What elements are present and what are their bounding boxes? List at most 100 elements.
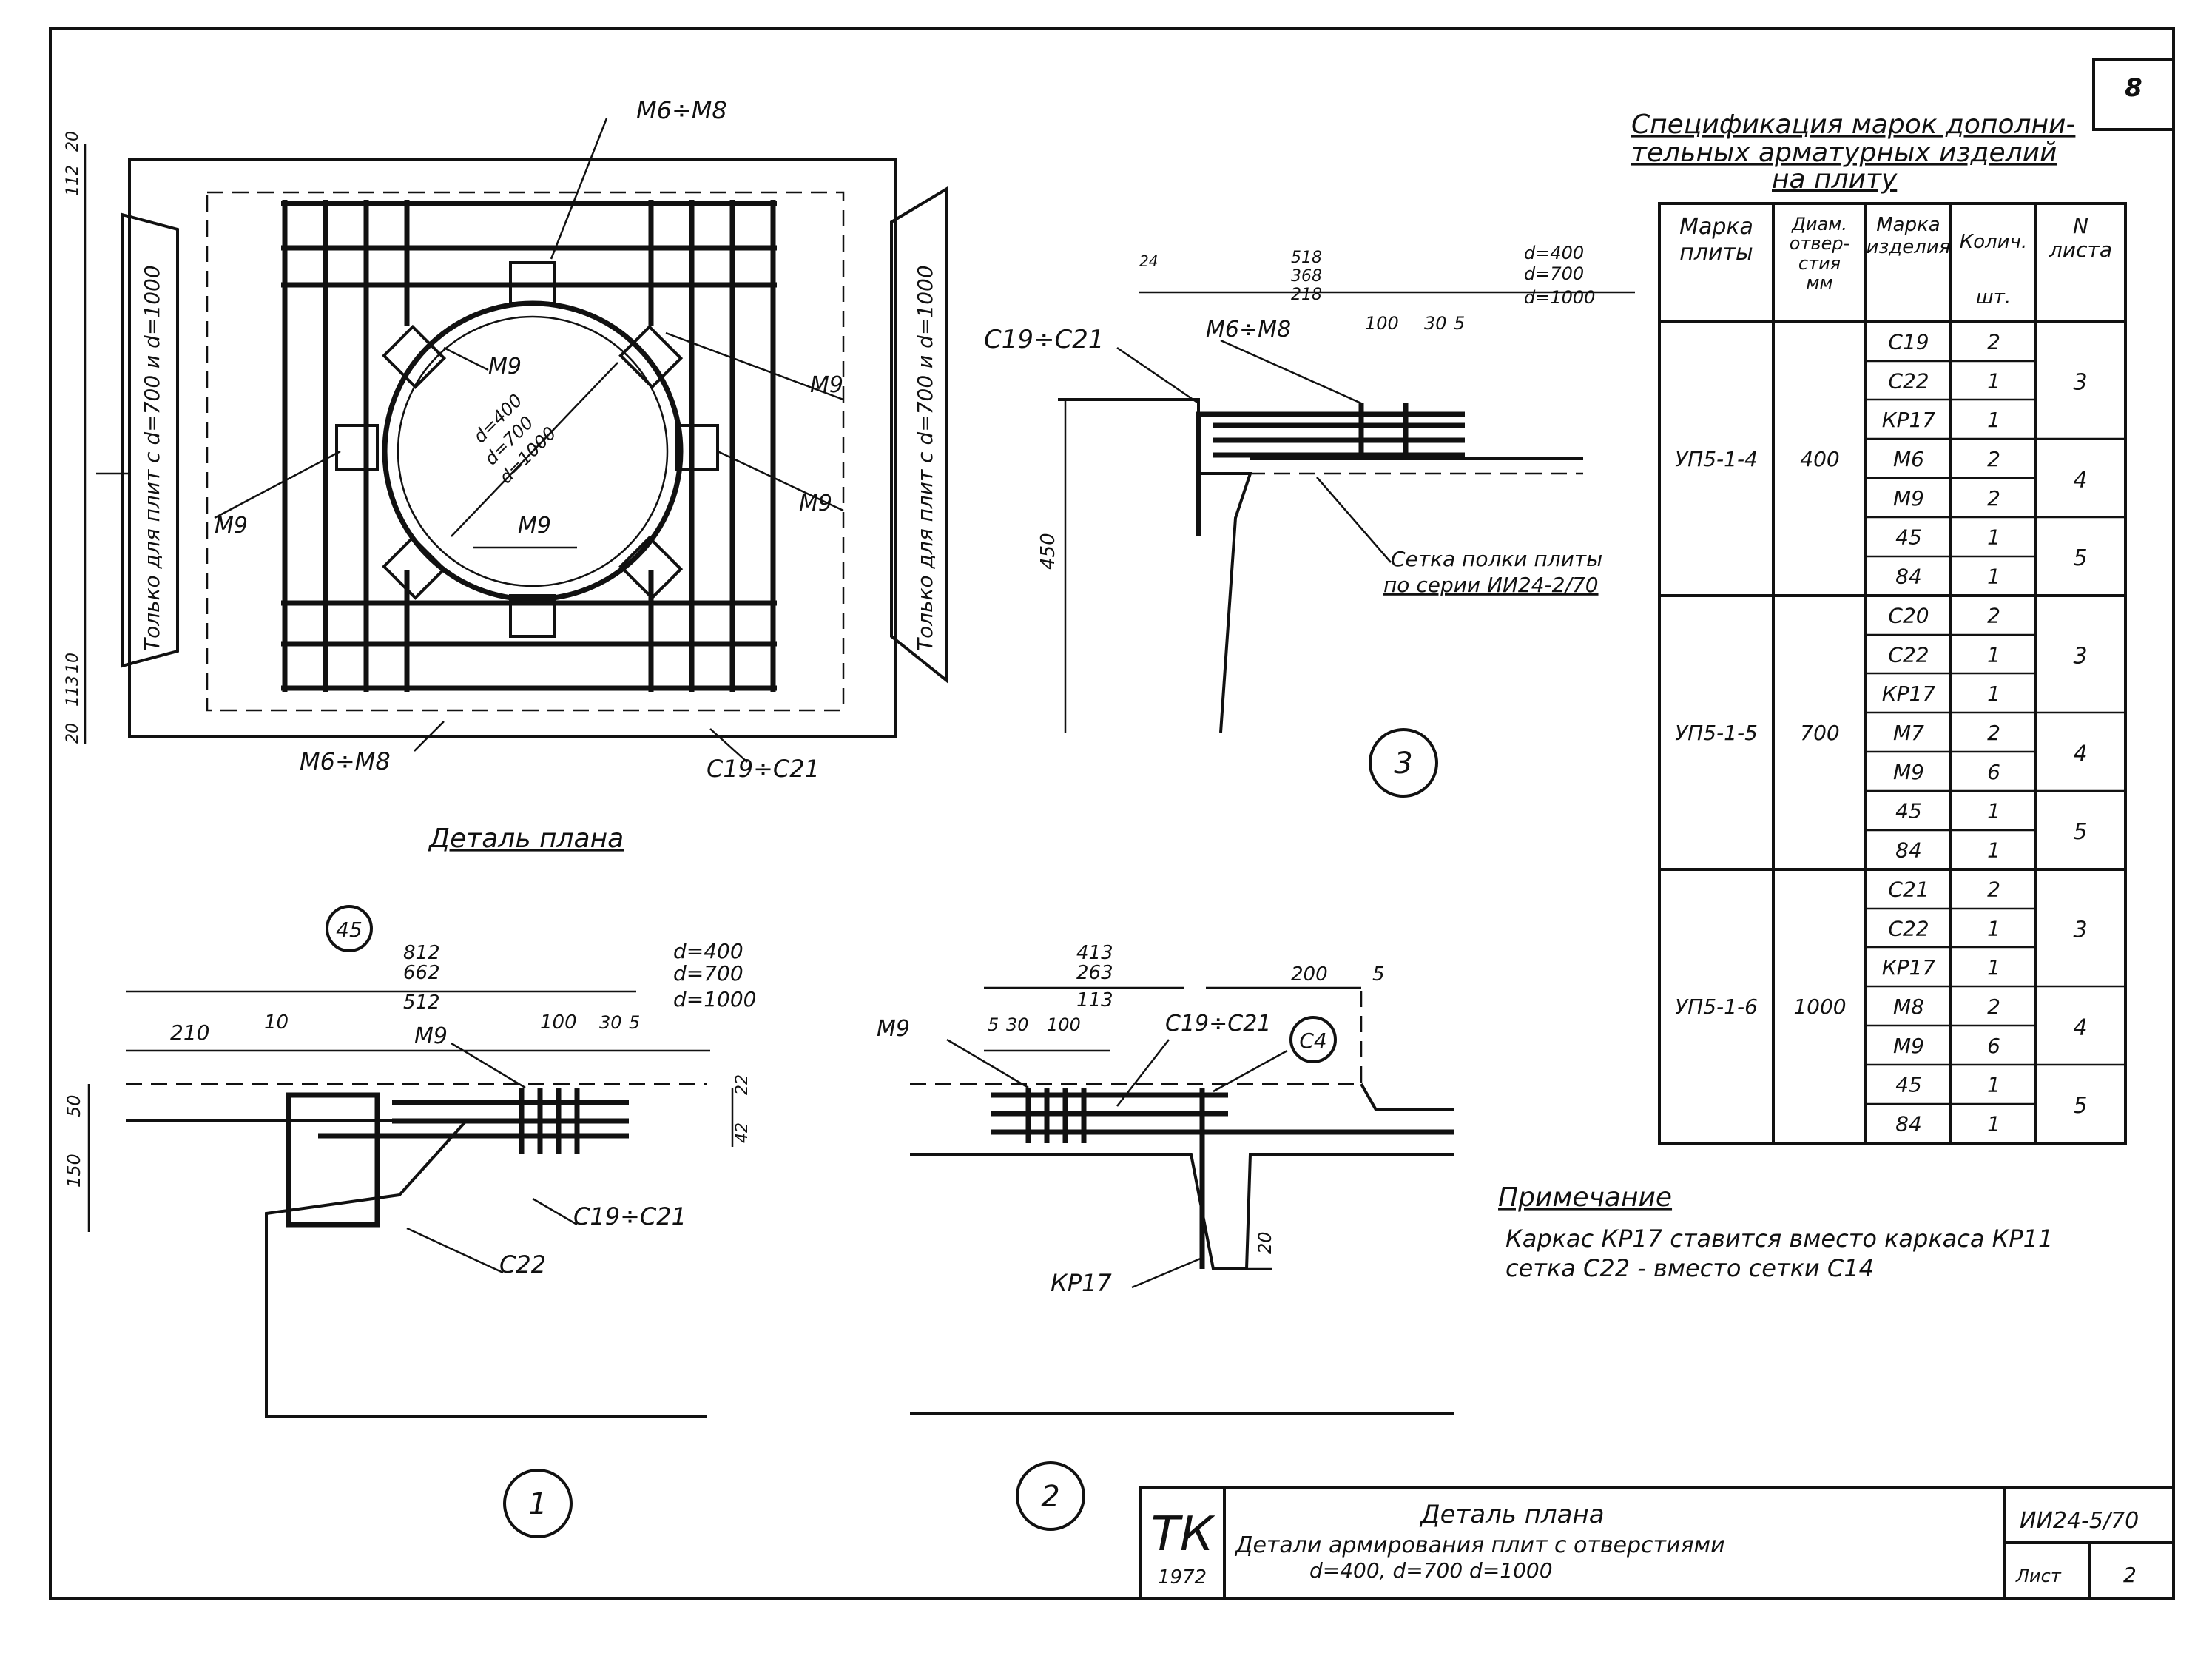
plan-dim-20-bottom: 20 <box>64 723 82 744</box>
plan-label-m9-left: М9 <box>215 513 248 539</box>
detail1-dim-100: 100 <box>540 1011 577 1034</box>
detail2-label-m9: М9 <box>877 1016 910 1042</box>
spec-quantity: 1 <box>1987 1112 2000 1137</box>
spec-header-plate: Марка плиты <box>1679 214 1753 266</box>
detail1-dim-210: 210 <box>170 1020 209 1045</box>
detail1-d400: d=400 <box>673 939 743 963</box>
title-block-subtitle: Детали армирования плит с отверстиями <box>1234 1532 1725 1558</box>
spec-quantity: 2 <box>1987 994 2000 1019</box>
spec-title: Спецификация марок дополни- тельных арма… <box>1631 110 2075 195</box>
detail2-dim-5-right: 5 <box>1372 963 1385 986</box>
detail2-label-c19-c21: С19÷С21 <box>1165 1011 1271 1037</box>
detail3-d400: d=400 <box>1524 243 1584 263</box>
spec-product-mark: 84 <box>1895 838 1922 863</box>
detail1-dim-5: 5 <box>629 1012 640 1033</box>
title-block-year: 1972 <box>1158 1566 1207 1589</box>
plan-label-c19-c21: С19÷С21 <box>707 755 820 783</box>
detail1-ref45-circle <box>326 905 373 952</box>
detail3-rebar <box>1196 403 1465 536</box>
spec-quantity: 2 <box>1987 447 2000 471</box>
plan-label-m6-m8-top: М6÷М8 <box>636 96 727 124</box>
spec-hole-diameter: 400 <box>1800 447 1839 471</box>
spec-sheet-number: 5 <box>2073 545 2087 571</box>
spec-quantity: 6 <box>1987 1034 2000 1058</box>
detail2-dim-263: 263 <box>1076 962 1113 984</box>
spec-header-product: Марка изделия <box>1866 214 1951 258</box>
spec-header-sheet: N листа <box>2049 214 2112 263</box>
detail2-label-kp17: КР17 <box>1051 1269 1112 1297</box>
spec-product-mark: КР17 <box>1882 955 1936 980</box>
spec-quantity: 2 <box>1987 721 2000 745</box>
spec-sheet-number: 3 <box>2073 643 2087 669</box>
plan-label-m9-right-upper: М9 <box>810 372 843 398</box>
spec-product-mark: М6 <box>1893 447 1924 471</box>
detail2-label-c4: С4 <box>1299 1028 1326 1053</box>
detail1-label-m9: М9 <box>414 1023 448 1049</box>
detail2-dim-113: 113 <box>1076 989 1113 1011</box>
detail3-dim-100: 100 <box>1365 313 1399 334</box>
plan-m9-inserts <box>335 261 719 638</box>
spec-sheet-number: 5 <box>2073 819 2087 845</box>
spec-quantity: 1 <box>1987 681 2000 706</box>
detail3-d700: d=700 <box>1524 263 1584 284</box>
detail3-mesh-note-2: по серии ИИ24-2/70 <box>1383 573 1599 597</box>
plan-left-vertical-note: Только для плит с d=700 и d=1000 <box>140 265 164 651</box>
plan-label-m6-m8-bottom: М6÷М8 <box>300 747 391 775</box>
sheet-frame <box>49 27 2175 1600</box>
plan-right-vertical-note: Только для плит с d=700 и d=1000 <box>913 265 937 651</box>
spec-quantity: 6 <box>1987 760 2000 784</box>
spec-quantity: 1 <box>1987 565 2000 589</box>
note-line-2: сетка С22 - вместо сетки С14 <box>1505 1254 1874 1282</box>
plan-right-strip <box>890 186 948 684</box>
spec-product-mark: КР17 <box>1882 681 1936 706</box>
detail3-dim-218: 218 <box>1291 286 1322 304</box>
detail2-dimension-lines <box>946 986 1361 1289</box>
title-block-sheet-label: Лист <box>2015 1566 2062 1586</box>
detail1-label-c19-c21: С19÷С21 <box>573 1202 687 1230</box>
spec-product-mark: С19 <box>1888 329 1929 354</box>
spec-quantity: 2 <box>1987 603 2000 627</box>
sheet-number-box: 8 <box>2092 58 2175 131</box>
detail-1: 45 812 662 512 d=400 d=700 d=1000 210 10… <box>64 905 757 1538</box>
detail3-marker-label: 3 <box>1394 747 1412 781</box>
detail-3: С19÷С21 М6÷М8 24 518 368 218 d=400 d=700… <box>984 243 1635 798</box>
spec-product-mark: С22 <box>1888 642 1929 667</box>
spec-product-mark: 45 <box>1895 1073 1922 1097</box>
spec-quantity: 1 <box>1987 525 2000 550</box>
spec-product-mark: 84 <box>1895 1112 1922 1137</box>
detail1-dim-662: 662 <box>403 962 440 984</box>
spec-product-mark: С20 <box>1888 603 1929 627</box>
plan-dim-112: 112 <box>64 165 82 196</box>
detail3-dim-24: 24 <box>1139 252 1158 270</box>
spec-plate-mark: УП5-1-6 <box>1675 994 1758 1019</box>
detail1-height-150: 150 <box>64 1154 84 1188</box>
spec-sheet-number: 4 <box>2073 467 2087 493</box>
spec-sheet-number: 4 <box>2073 741 2087 767</box>
spec-header-diam: Диам. отвер- стия мм <box>1789 214 1850 294</box>
spec-title-line-2: тельных арматурных изделий <box>1631 138 2057 168</box>
detail2-marker <box>1016 1461 1085 1531</box>
detail1-d1000: d=1000 <box>673 987 757 1011</box>
detail3-height: 450 <box>1037 533 1059 570</box>
plan-caption: Деталь плана <box>428 824 624 854</box>
spec-plate-mark: УП5-1-4 <box>1675 447 1758 471</box>
spec-quantity: 1 <box>1987 955 2000 980</box>
plan-dim-10: 10 <box>64 653 82 673</box>
spec-title-line-1: Спецификация марок дополни- <box>1631 110 2075 140</box>
spec-quantity: 1 <box>1987 368 2000 393</box>
detail2-dim-200: 200 <box>1291 963 1328 986</box>
detail3-leaders <box>1116 291 1635 563</box>
detail1-dim-22: 22 <box>733 1074 752 1095</box>
spec-product-mark: С21 <box>1888 877 1929 901</box>
plan-hole-inner <box>397 315 669 587</box>
spec-quantity: 1 <box>1987 1073 2000 1097</box>
spec-hole-diameter: 700 <box>1800 721 1839 745</box>
spec-table: Марка плиты Диам. отвер- стия мм Марка и… <box>1658 202 2127 1145</box>
title-block: ТК 1972 Деталь плана Детали армирования … <box>1139 1486 2175 1600</box>
detail1-label-c22: С22 <box>499 1250 546 1279</box>
spec-sheet-number: 3 <box>2073 917 2087 943</box>
spec-header-qty: Колич. шт. <box>1959 231 2028 309</box>
